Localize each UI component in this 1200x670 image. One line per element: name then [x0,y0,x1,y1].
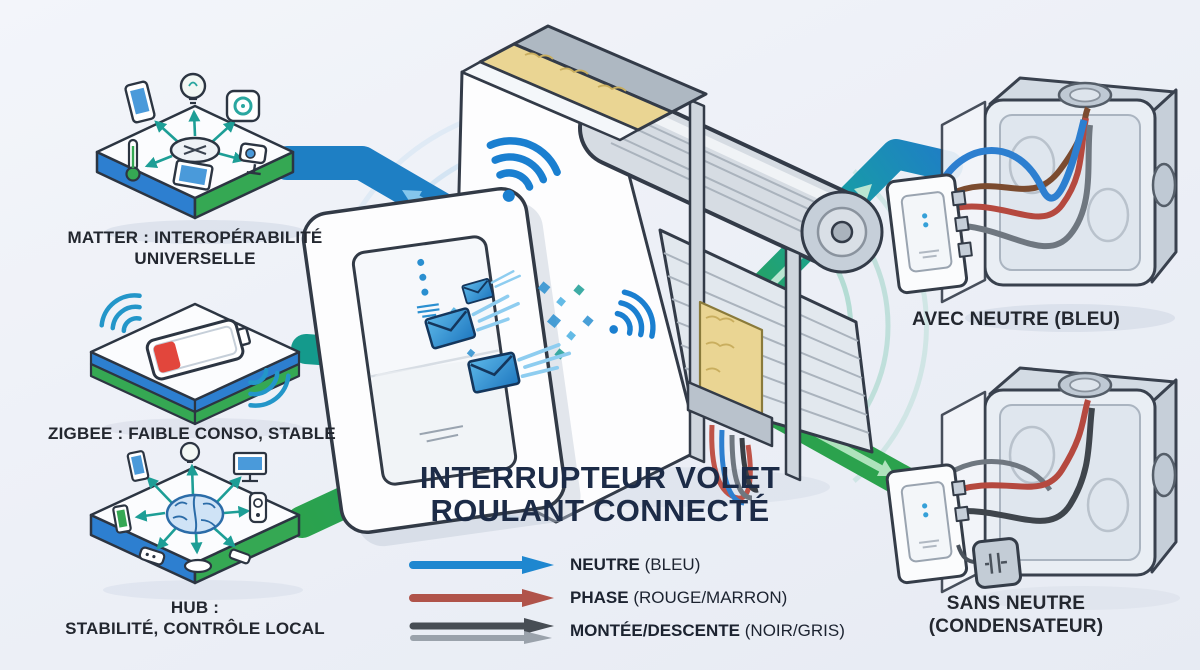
legend-row-updown: MONTÉE/DESCENTE (NOIR/GRIS) [408,618,845,644]
wifi-icon [486,137,561,202]
phase-arrow-icon [409,589,554,607]
smartphone-icon [112,504,132,534]
thermometer-icon [125,138,141,182]
with-neutral-label-line1: AVEC NEUTRE (BLEU) [911,309,1121,330]
wires-with-neutral [938,106,1093,250]
brain-icon [165,493,225,535]
arrow-head [854,184,872,202]
wireless-arcs-icon [248,367,291,408]
hub-label-line1: HUB : [170,598,220,617]
sensor-disc-icon [183,558,213,574]
knockout-hole [1151,452,1177,498]
guide-rail [784,246,802,482]
switch-plate [301,187,581,547]
wall-switch [885,173,973,295]
main-title: INTERRUPTEUR VOLET ROULANT CONNECTÉ [390,461,810,528]
matter-radiating-arrows [144,109,246,183]
without-neutral-label-line1: SANS NEUTRE [946,593,1086,614]
with-neutral-label: AVEC NEUTRE (BLEU) [866,308,1166,331]
knockout-hole [1151,162,1177,208]
smartphone-icon [126,450,150,482]
without-neutral-label: SANS NEUTRE (CONDENSATEUR) [866,592,1166,638]
envelope-icon [424,294,520,350]
main-title-line1: INTERRUPTEUR VOLET [419,460,781,495]
legend-term: PHASE [570,588,629,607]
junction-box-with-neutral [885,76,1178,332]
zigbee-label: ZIGBEE : FAIBLE CONSO, STABLE [22,424,362,445]
wifi-icon-small [609,289,656,339]
matter-label-line1: MATTER : INTEROPÉRABILITÉ [67,228,323,247]
light-bulb-icon [179,441,201,463]
matter-platform-illustration [95,72,305,244]
hub-label: HUB : STABILITÉ, CONTRÔLE LOCAL [40,598,350,639]
junction-box-without-neutral [885,366,1180,610]
roller-drum [578,88,884,274]
legend-label-neutral: NEUTRE (BLEU) [570,555,700,575]
remote-icon [138,546,166,566]
legend-row-neutral: NEUTRE (BLEU) [408,552,845,578]
zigbee-label-line1: ZIGBEE : FAIBLE CONSO, STABLE [48,424,336,443]
zigbee-platform-illustration [89,293,303,438]
tablet-icon [172,159,214,191]
legend-detail: (ROUGE/MARRON) [633,588,788,607]
legend-term: MONTÉE/DESCENTE [570,621,741,640]
envelope-icon [461,270,521,305]
shutter-glyph [416,303,440,318]
smartphone-icon [124,80,156,124]
legend-term: NEUTRE [570,555,640,574]
envelope-icon [467,343,572,394]
wall-cut-layers [460,24,708,142]
legend-detail: (BLEU) [644,555,701,574]
capacitor-module-icon [956,537,1022,589]
thermostat-dial-icon [225,89,261,123]
hub-platform-illustration [89,441,303,600]
updown-arrow-icon [409,618,554,644]
legend-row-phase: PHASE (ROUGE/MARRON) [408,585,845,611]
hub-label-line2: STABILITÉ, CONTRÔLE LOCAL [65,618,325,638]
status-leds [417,258,429,296]
matter-label: MATTER : INTEROPÉRABILITÉ UNIVERSELLE [40,228,350,269]
main-title-line2: ROULANT CONNECTÉ [430,493,770,529]
arrow-head [402,190,422,207]
doorbell-icon [248,491,268,524]
hub-radiating-arrows [134,463,251,555]
light-bulb-icon [179,72,207,105]
security-camera-icon [238,142,268,176]
monitor-icon [232,451,268,483]
wall-switch [885,463,970,585]
legend-detail: (NOIR/GRIS) [744,621,845,640]
dongle-icon [228,548,252,565]
wireless-arcs-icon [99,293,142,334]
matter-label-line2: UNIVERSELLE [134,248,256,268]
neutral-arrow-icon [409,556,554,574]
wiring-legend: NEUTRE (BLEU) PHASE (ROUGE/MARRON) MON [408,552,845,644]
without-neutral-label-line2: (CONDENSATEUR) [928,616,1104,638]
wire-channel [686,300,774,506]
battery-low-icon [145,318,252,381]
legend-label-updown: MONTÉE/DESCENTE (NOIR/GRIS) [570,621,845,641]
legend-label-phase: PHASE (ROUGE/MARRON) [570,588,787,608]
